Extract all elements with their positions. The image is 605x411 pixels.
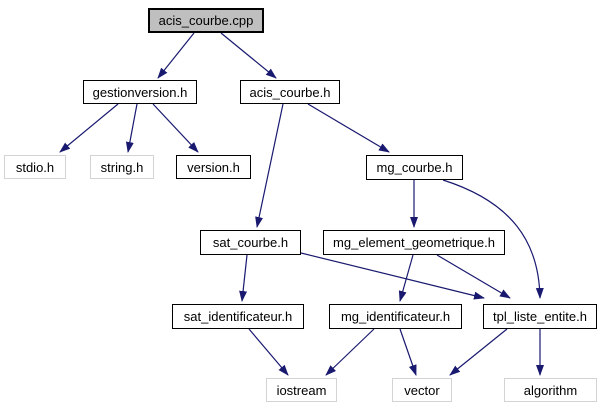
node-mg_courbe_h[interactable]: mg_courbe.h: [366, 155, 463, 180]
node-label: mg_identificateur.h: [340, 309, 451, 324]
edge-sat_courbe_h--sat_identificateur_h: [239, 254, 248, 302]
node-label: gestionversion.h: [92, 84, 188, 100]
edge-sat_courbe_h--tpl_liste_entite_h: [300, 252, 485, 300]
node-label: iostream: [276, 382, 327, 398]
node-label: sat_courbe.h: [212, 235, 289, 250]
edge-gestionversion_h--version_h: [152, 103, 199, 153]
node-label: acis_courbe.h: [249, 84, 331, 100]
edge-sat_identificateur_h--iostream: [248, 328, 289, 376]
node-label: string.h: [100, 159, 144, 175]
node-label: vector: [404, 382, 440, 398]
edge-mg_identificateur_h--vector: [399, 328, 417, 376]
node-acis_courbe_cpp: acis_courbe.cpp: [148, 8, 264, 33]
edge-mg_identificateur_h--iostream: [325, 328, 375, 376]
edge-acis_courbe_cpp--gestionversion_h: [157, 32, 195, 79]
node-sat_courbe_h[interactable]: sat_courbe.h: [200, 230, 301, 255]
node-tpl_liste_entite_h[interactable]: tpl_liste_entite.h: [483, 304, 597, 329]
node-vector: vector: [392, 378, 452, 402]
node-gestionversion_h[interactable]: gestionversion.h: [83, 80, 197, 104]
edge-mg_element_geometrique_h--tpl_liste_entite_h: [436, 254, 511, 299]
edge-acis_courbe_cpp--acis_courbe_h: [220, 32, 277, 79]
edge-gestionversion_h--string_h: [125, 103, 138, 153]
node-label: tpl_liste_entite.h: [493, 309, 587, 324]
node-acis_courbe_h[interactable]: acis_courbe.h: [240, 80, 340, 104]
node-label: algorithm: [523, 382, 578, 398]
edge-acis_courbe_h--sat_courbe_h: [255, 103, 284, 228]
node-mg_identificateur_h[interactable]: mg_identificateur.h: [329, 304, 462, 329]
node-algorithm: algorithm: [504, 378, 597, 402]
node-label: mg_courbe.h: [376, 160, 453, 175]
edge-gestionversion_h--stdio_h: [59, 103, 119, 153]
node-label: mg_element_geometrique.h: [333, 235, 495, 250]
node-sat_identificateur_h[interactable]: sat_identificateur.h: [172, 304, 304, 329]
node-stdio_h: stdio.h: [4, 155, 66, 179]
node-version_h[interactable]: version.h: [176, 155, 251, 179]
edge-acis_courbe_h--mg_courbe_h: [307, 103, 390, 153]
node-label: sat_identificateur.h: [183, 309, 293, 324]
edge-mg_element_geometrique_h--mg_identificateur_h: [398, 254, 414, 302]
edge-tpl_liste_entite_h--vector: [449, 328, 508, 376]
node-label: stdio.h: [15, 159, 55, 175]
node-string_h: string.h: [90, 155, 154, 179]
node-iostream: iostream: [266, 378, 337, 402]
node-mg_element_geometrique_h[interactable]: mg_element_geometrique.h: [323, 230, 505, 255]
node-label: acis_courbe.cpp: [158, 13, 254, 28]
node-label: version.h: [187, 159, 240, 175]
